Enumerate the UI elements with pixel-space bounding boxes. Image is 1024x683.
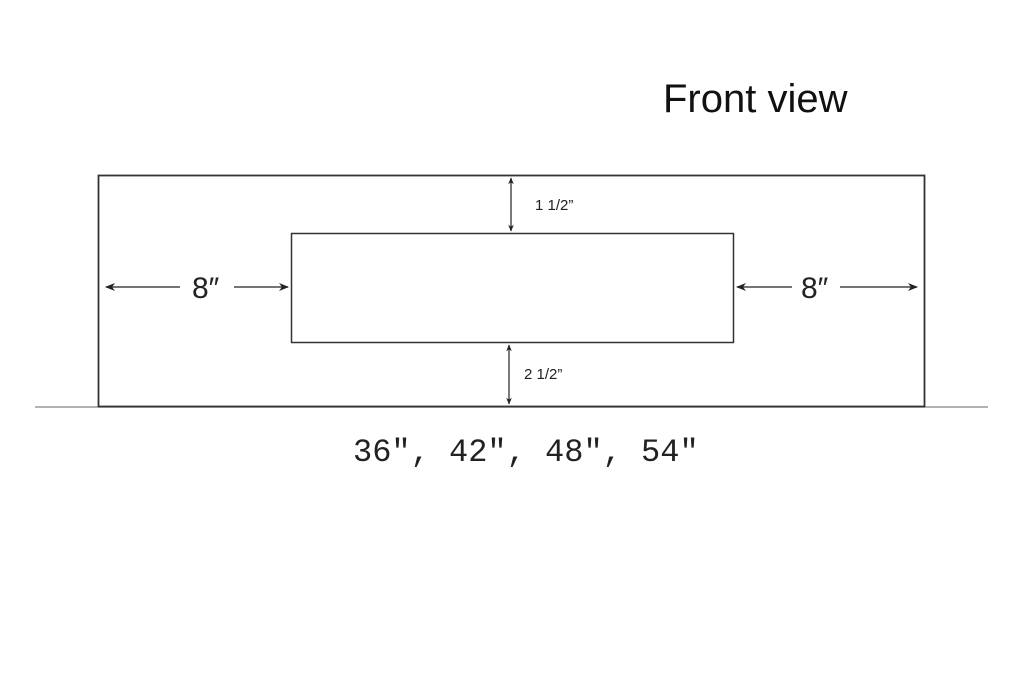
- bottom-margin-label: 2 1/2”: [524, 366, 562, 383]
- inner-opening: [290, 232, 735, 344]
- left-margin-label: 8″: [192, 272, 220, 305]
- outer-panel: [97, 174, 926, 408]
- diagram-title: Front view: [663, 77, 848, 121]
- top-margin-label: 1 1/2”: [535, 197, 573, 214]
- available-widths-label: 36″, 42″, 48″, 54″: [353, 434, 699, 471]
- right-margin-label: 8″: [801, 272, 829, 305]
